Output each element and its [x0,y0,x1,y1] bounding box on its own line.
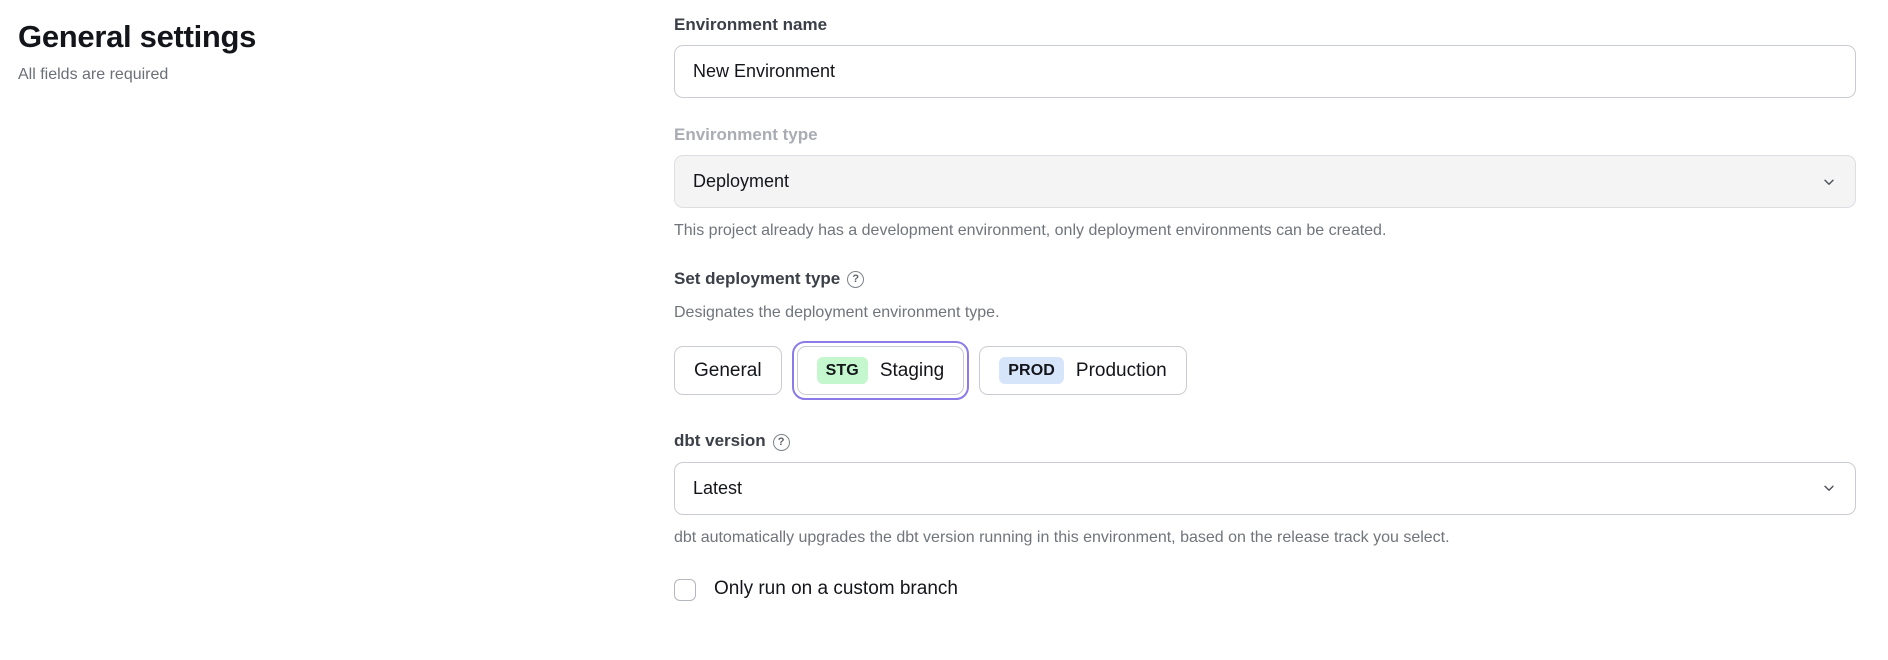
help-icon-glyph: ? [852,272,860,285]
environment-name-field: Environment name New Environment [674,14,1856,99]
deployment-option-general-wrapper: General [674,346,782,396]
page-title: General settings [18,19,257,54]
environment-type-field: Environment type Deployment This project… [674,124,1856,242]
settings-header: General settings All fields are required [18,18,618,86]
help-circle-icon[interactable]: ? [847,271,865,289]
deployment-option-production-wrapper: PROD Production [979,346,1187,396]
environment-name-label: Environment name [674,15,828,34]
deployment-option-staging-wrapper: STG Staging [791,341,970,401]
custom-branch-row[interactable]: Only run on a custom branch [674,578,1856,601]
production-badge: PROD [999,357,1064,385]
custom-branch-checkbox[interactable] [674,578,696,601]
staging-badge: STG [816,357,868,385]
chevron-down-icon [1821,480,1837,496]
dbt-version-select[interactable]: Latest [674,461,1856,515]
deployment-type-description: Designates the deployment environment ty… [674,303,1000,321]
dbt-version-value: Latest [693,477,743,498]
environment-type-select[interactable]: Deployment [674,155,1856,209]
deployment-option-staging-label: Staging [879,360,945,382]
custom-branch-label: Only run on a custom branch [714,578,958,600]
dbt-version-helper: dbt automatically upgrades the dbt versi… [674,528,1450,546]
dbt-version-label: dbt version ? [674,430,1856,452]
help-icon-glyph: ? [777,435,785,448]
help-circle-icon[interactable]: ? [772,434,790,452]
deployment-option-general[interactable]: General [674,346,782,396]
deployment-option-production-label: Production [1075,360,1167,382]
page-subtitle: All fields are required [18,66,169,84]
environment-type-label: Environment type [674,125,818,145]
environment-type-helper: This project already has a development e… [674,222,1387,240]
dbt-version-field: dbt version ? Latest dbt automatically u… [674,430,1856,548]
environment-name-input[interactable]: New Environment [674,45,1856,99]
chevron-down-icon [1821,174,1837,190]
deployment-type-label-text: Set deployment type [674,268,841,288]
settings-form: Environment name New Environment Environ… [674,14,1856,601]
deployment-option-production[interactable]: PROD Production [979,346,1187,396]
deployment-type-field: Set deployment type ? Designates the dep… [674,268,1856,401]
deployment-option-general-label: General [694,360,762,382]
deployment-type-options: General STG Staging PROD Production [674,341,1856,401]
environment-name-value: New Environment [693,61,836,82]
deployment-type-label: Set deployment type ? [674,268,1856,290]
dbt-version-label-text: dbt version [674,431,766,451]
deployment-option-staging[interactable]: STG Staging [796,346,965,396]
environment-type-value: Deployment [693,171,790,192]
